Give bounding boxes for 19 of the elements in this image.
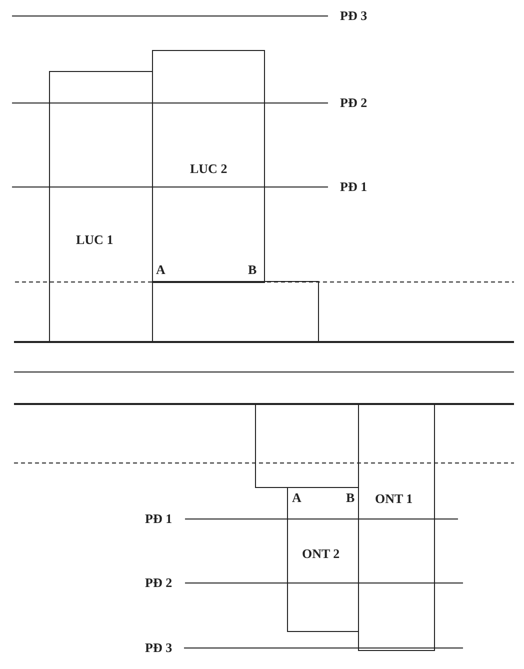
point-label: A: [156, 263, 166, 277]
block-label: ONT 2: [302, 546, 340, 562]
block: [152, 50, 265, 283]
level-label: PĐ 2: [145, 576, 172, 590]
block-label: LUC 1: [76, 232, 114, 248]
block-label: LUC 2: [190, 161, 228, 177]
point-label: B: [346, 491, 355, 505]
level-label: PĐ 3: [145, 641, 172, 655]
level-label: PĐ 3: [340, 9, 368, 23]
level-label: PĐ 1: [340, 180, 368, 194]
block-label: ONT 1: [375, 491, 413, 507]
block: [358, 404, 435, 651]
level-label: PĐ 2: [340, 96, 368, 110]
block: [49, 71, 153, 343]
block: [152, 281, 319, 343]
point-label: B: [248, 263, 257, 277]
level-label: PĐ 1: [145, 512, 172, 526]
block: [287, 487, 359, 632]
point-label: A: [292, 491, 302, 505]
